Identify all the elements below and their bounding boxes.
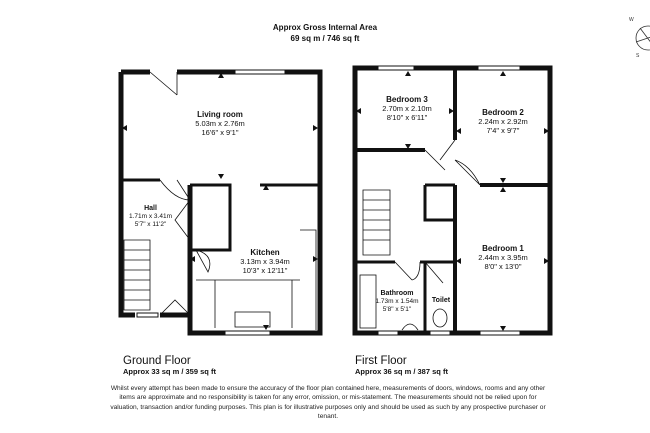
- ground-floor-label: Ground Floor Approx 33 sq m / 359 sq ft: [123, 355, 216, 376]
- room-name: Kitchen: [250, 248, 280, 257]
- header-title: Approx Gross Internal Area: [272, 23, 378, 32]
- room-living-room: Living room 5.03m x 2.76m 16'6" x 9'1": [150, 110, 290, 137]
- room-kitchen: Kitchen 3.13m x 3.94m 10'3" x 12'11": [210, 248, 320, 275]
- room-metric: 2.24m x 2.92m: [478, 117, 528, 126]
- room-imperial: 8'0" x 13'0": [484, 262, 522, 271]
- room-imperial: 7'4" x 9'7": [486, 126, 520, 135]
- header-area: 69 sq m / 746 sq ft: [290, 34, 360, 43]
- room-toilet: Toilet: [426, 296, 456, 305]
- room-name: Toilet: [431, 297, 451, 304]
- disclaimer: Whilst every attempt has been made to en…: [110, 385, 546, 420]
- first-floor-label: First Floor Approx 36 sq m / 387 sq ft: [355, 355, 448, 376]
- compass-w: W: [629, 17, 634, 23]
- room-metric: 1.73m x 1.54m: [375, 298, 419, 305]
- compass-icon: W S: [629, 17, 650, 59]
- room-bedroom-1: Bedroom 1 2.44m x 3.95m 8'0" x 13'0": [458, 244, 548, 271]
- compass-s: S: [636, 53, 640, 59]
- room-name: Bathroom: [380, 290, 414, 297]
- room-name: Hall: [144, 205, 157, 212]
- room-imperial: 16'6" x 9'1": [201, 128, 239, 137]
- room-bedroom-3: Bedroom 3 2.70m x 2.10m 8'10" x 6'11": [362, 95, 452, 122]
- floor-area: Approx 36 sq m / 387 sq ft: [355, 367, 448, 376]
- room-imperial: 5'8" x 5'1": [382, 306, 412, 313]
- ground-floor-windows: [136, 69, 286, 336]
- room-name: Living room: [197, 110, 243, 119]
- room-imperial: 5'7" x 11'2": [134, 221, 167, 228]
- room-bedroom-2: Bedroom 2 2.24m x 2.92m 7'4" x 9'7": [458, 108, 548, 135]
- room-metric: 3.13m x 3.94m: [240, 257, 290, 266]
- room-imperial: 8'10" x 6'11": [386, 113, 428, 122]
- room-metric: 2.44m x 3.95m: [478, 253, 528, 262]
- room-name: Bedroom 1: [482, 244, 524, 253]
- room-bathroom: Bathroom 1.73m x 1.54m 5'8" x 5'1": [372, 290, 422, 314]
- floor-title: Ground Floor: [123, 355, 191, 367]
- room-name: Bedroom 2: [482, 108, 524, 117]
- room-metric: 1.71m x 3.41m: [129, 213, 172, 220]
- floor-area: Approx 33 sq m / 359 sq ft: [123, 367, 216, 376]
- floor-title: First Floor: [355, 355, 407, 367]
- room-imperial: 10'3" x 12'11": [242, 266, 288, 275]
- ground-floor-fixtures: [123, 71, 317, 330]
- first-floor-fixtures: [359, 139, 481, 331]
- gross-area-header: Approx Gross Internal Area 69 sq m / 746…: [0, 22, 650, 44]
- room-name: Bedroom 3: [386, 95, 428, 104]
- room-metric: 5.03m x 2.76m: [195, 119, 245, 128]
- first-floor-windows: [377, 65, 521, 336]
- room-hall: Hall 1.71m x 3.41m 5'7" x 11'2": [118, 205, 183, 229]
- room-metric: 2.70m x 2.10m: [382, 104, 432, 113]
